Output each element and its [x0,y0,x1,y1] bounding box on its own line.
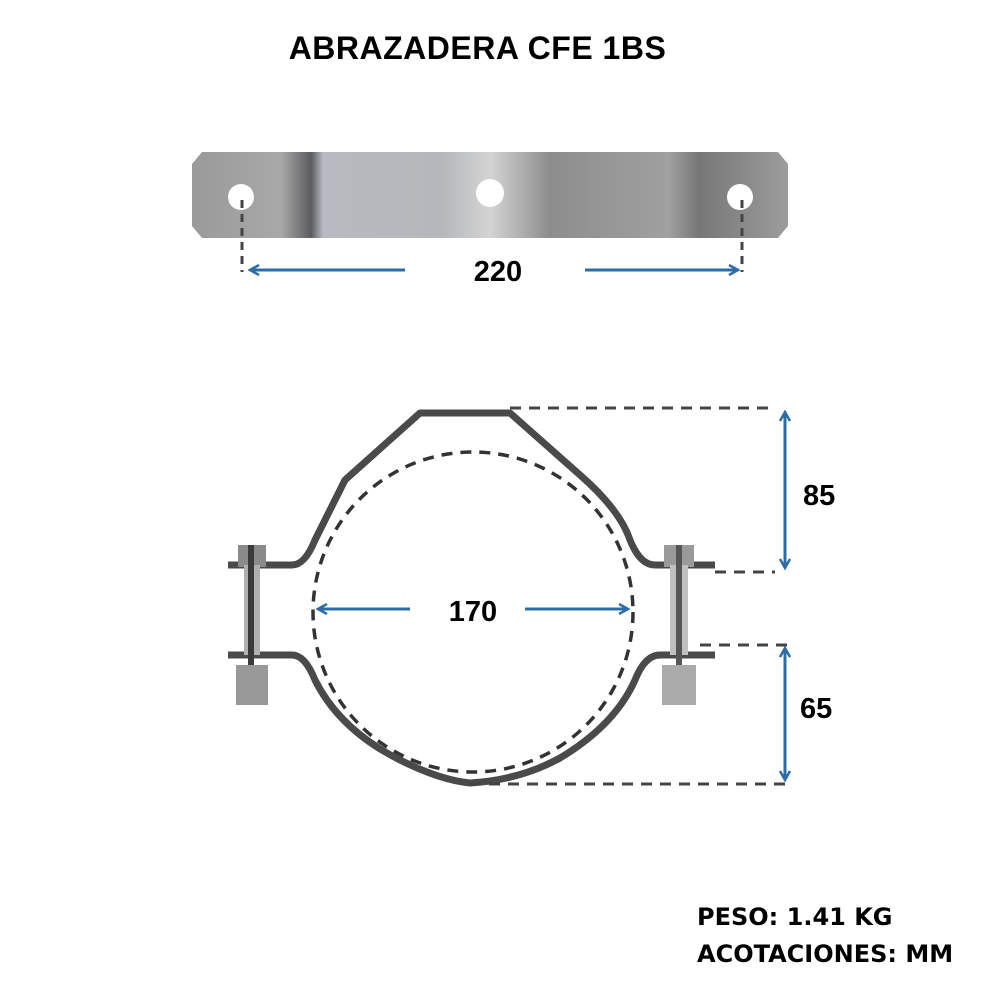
diameter-label: 170 [449,596,497,628]
plate-length-dimension [240,200,744,272]
bolt-hole [727,184,753,210]
plate-length-label: 220 [474,256,522,288]
bolt-hole [476,179,504,207]
page-title: ABRAZADERA CFE 1BS [288,30,667,66]
pole-outline [311,450,635,774]
clamp-lower-half [228,651,715,787]
units-label: ACOTACIONES: MM [697,940,954,968]
flat-plate [192,152,788,238]
extension-lines [470,406,790,786]
weight-label: PESO: 1.41 KG [697,903,893,931]
bolt-right [662,545,696,705]
bolt-left [236,545,268,705]
upper-height-label: 85 [803,480,835,512]
bolt-hole [228,184,254,210]
clamp-upper-half [228,409,715,569]
lower-height-label: 65 [800,693,832,725]
